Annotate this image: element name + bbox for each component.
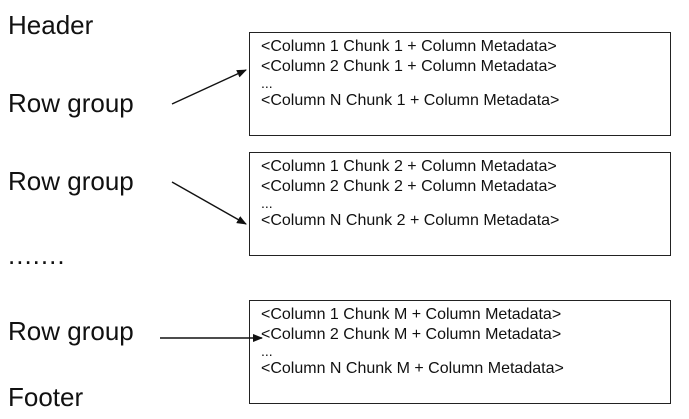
column-chunk-row: <Column 2 Chunk 2 + Column Metadata> <box>261 178 557 195</box>
row-group-label-2: Row group <box>8 166 134 196</box>
column-chunk-row: <Column 2 Chunk 1 + Column Metadata> <box>261 58 557 75</box>
arrow-row-group-1 <box>171 69 247 105</box>
row-group-ellipsis: ....... <box>8 240 66 270</box>
footer-label: Footer <box>8 382 84 412</box>
column-chunk-ellipsis: ... <box>261 343 273 359</box>
row-group-box-2: <Column 1 Chunk 2 + Column Metadata> <Co… <box>249 152 671 256</box>
row-group-box-m: <Column 1 Chunk M + Column Metadata> <Co… <box>249 300 671 404</box>
column-chunk-ellipsis: ... <box>261 195 273 211</box>
row-group-box-1: <Column 1 Chunk 1 + Column Metadata> <Co… <box>249 32 671 136</box>
column-chunk-row: <Column 1 Chunk M + Column Metadata> <box>261 306 562 323</box>
row-group-label-m: Row group <box>8 316 134 346</box>
arrow-row-group-2 <box>171 181 247 225</box>
header-label: Header <box>8 10 94 40</box>
column-chunk-row: <Column N Chunk 2 + Column Metadata> <box>261 212 560 229</box>
row-group-label-1: Row group <box>8 88 134 118</box>
column-chunk-row: <Column 1 Chunk 2 + Column Metadata> <box>261 158 557 175</box>
column-chunk-ellipsis: ... <box>261 75 273 91</box>
column-chunk-row: <Column 2 Chunk M + Column Metadata> <box>261 326 562 343</box>
column-chunk-row: <Column 1 Chunk 1 + Column Metadata> <box>261 38 557 55</box>
column-chunk-row: <Column N Chunk M + Column Metadata> <box>261 360 564 377</box>
column-chunk-row: <Column N Chunk 1 + Column Metadata> <box>261 92 560 109</box>
